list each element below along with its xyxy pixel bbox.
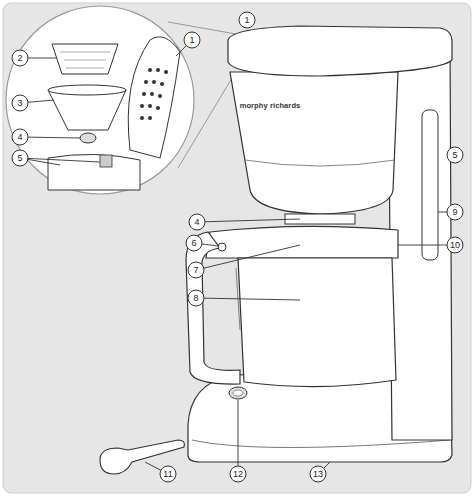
brand-name: morphy richards: [240, 102, 301, 110]
leader-line: [238, 400, 239, 466]
leader-line: [205, 219, 300, 222]
callout-circle: [310, 466, 326, 482]
callout-number: 3: [17, 99, 22, 108]
callout-circle: [239, 12, 255, 28]
leader-line: [438, 212, 447, 213]
callout-circle: [230, 466, 246, 482]
callout-number: 4: [17, 133, 22, 142]
callout-number: 4: [194, 218, 199, 227]
leader-line: [28, 100, 54, 102]
callout-circle: [12, 95, 28, 111]
callout-circle: [447, 237, 463, 253]
callout-number: 7: [193, 266, 198, 275]
callout-circle: [12, 50, 28, 66]
callout-circle: [186, 235, 202, 251]
leader-line: [398, 245, 447, 246]
leader-line: [324, 462, 330, 468]
leader-line: [204, 245, 300, 268]
callout-circle: [160, 466, 176, 482]
callout-number: 1: [189, 36, 194, 45]
callout-number: 8: [193, 294, 198, 303]
callout-circle: [188, 290, 204, 306]
callout-circle: [184, 32, 200, 48]
leader-line: [176, 46, 186, 56]
callout-circle: [189, 214, 205, 230]
leader-line: [204, 298, 300, 300]
callout-number: 6: [191, 239, 196, 248]
callout-number: 9: [452, 208, 457, 217]
callout-circle: [188, 262, 204, 278]
callout-number: 10: [450, 241, 460, 250]
callout-circle: [12, 129, 28, 145]
callout-circle: [447, 147, 463, 163]
callout-number: 5: [452, 151, 457, 160]
leader-line: [28, 158, 100, 162]
leader-line: [28, 137, 80, 139]
callout-circle: [447, 204, 463, 220]
callout-number: 1: [244, 16, 249, 25]
leader-line: [28, 159, 60, 165]
leader-line: [202, 244, 218, 246]
callout-number: 12: [233, 470, 243, 479]
callout-number: 13: [313, 470, 323, 479]
callout-circle: [12, 150, 28, 166]
callout-number: 5: [17, 154, 22, 163]
callout-number: 11: [163, 470, 172, 479]
leader-line: [145, 462, 161, 470]
callout-number: 2: [17, 54, 22, 63]
background-panel: [3, 3, 471, 493]
leader-line: [28, 58, 56, 59]
